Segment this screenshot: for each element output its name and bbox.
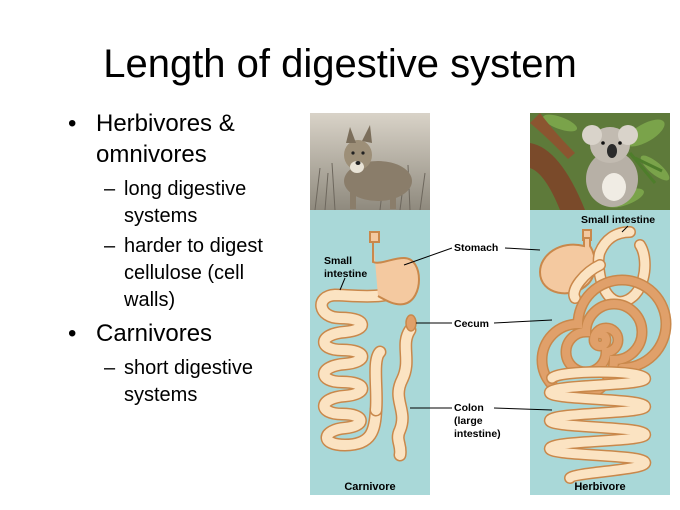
caption-carnivore: Carnivore xyxy=(344,481,395,493)
sub-bullet: – harder to digest cellulose (cell walls… xyxy=(68,233,298,314)
dash-icon: – xyxy=(104,357,116,379)
sub-bullet: – short digestive systems xyxy=(68,355,298,409)
sub-bullet: – long digestive systems xyxy=(68,176,298,230)
label-colon-line1: Colon xyxy=(454,402,484,414)
sub-bullet-text: short digestive systems xyxy=(124,357,253,406)
bullet-dot: • xyxy=(68,110,77,137)
herbivore-cecum-spiral xyxy=(536,274,672,402)
bullet-herbivores: • Herbivores & omnivores xyxy=(68,108,298,170)
carnivore-colon xyxy=(391,323,417,462)
dash-icon: – xyxy=(104,178,116,200)
label-small-intestine-right: Small intestine xyxy=(581,214,655,226)
dash-icon: – xyxy=(104,235,116,257)
label-small-intestine-line1: Small xyxy=(324,255,352,267)
bullet-text: Carnivores xyxy=(96,320,213,347)
label-small-intestine-line2: intestine xyxy=(324,268,367,280)
leader-lines xyxy=(339,225,629,411)
bullet-text: Herbivores & omnivores xyxy=(96,110,235,168)
herbivore-colon xyxy=(543,366,652,484)
caption-herbivore: Herbivore xyxy=(574,481,625,493)
sub-bullet-text: harder to digest cellulose (cell walls) xyxy=(124,235,263,311)
koala-photo xyxy=(530,113,670,210)
coyote-photo xyxy=(310,113,430,210)
herbivore-stomach xyxy=(538,229,596,295)
carnivore-cecum xyxy=(405,314,417,332)
label-cecum: Cecum xyxy=(454,318,489,330)
label-stomach: Stomach xyxy=(454,242,498,254)
label-colon-line3: intestine) xyxy=(454,428,501,440)
sub-bullet-text: long digestive systems xyxy=(124,178,247,227)
carnivore-small-intestine xyxy=(315,283,412,452)
bullet-list: • Herbivores & omnivores – long digestiv… xyxy=(68,108,298,412)
bullet-dot: • xyxy=(68,320,77,347)
label-colon-line2: (large xyxy=(454,415,483,427)
carnivore-stomach xyxy=(369,231,420,306)
bullet-carnivores: • Carnivores xyxy=(68,318,298,349)
slide-title: Length of digestive system xyxy=(103,42,577,86)
